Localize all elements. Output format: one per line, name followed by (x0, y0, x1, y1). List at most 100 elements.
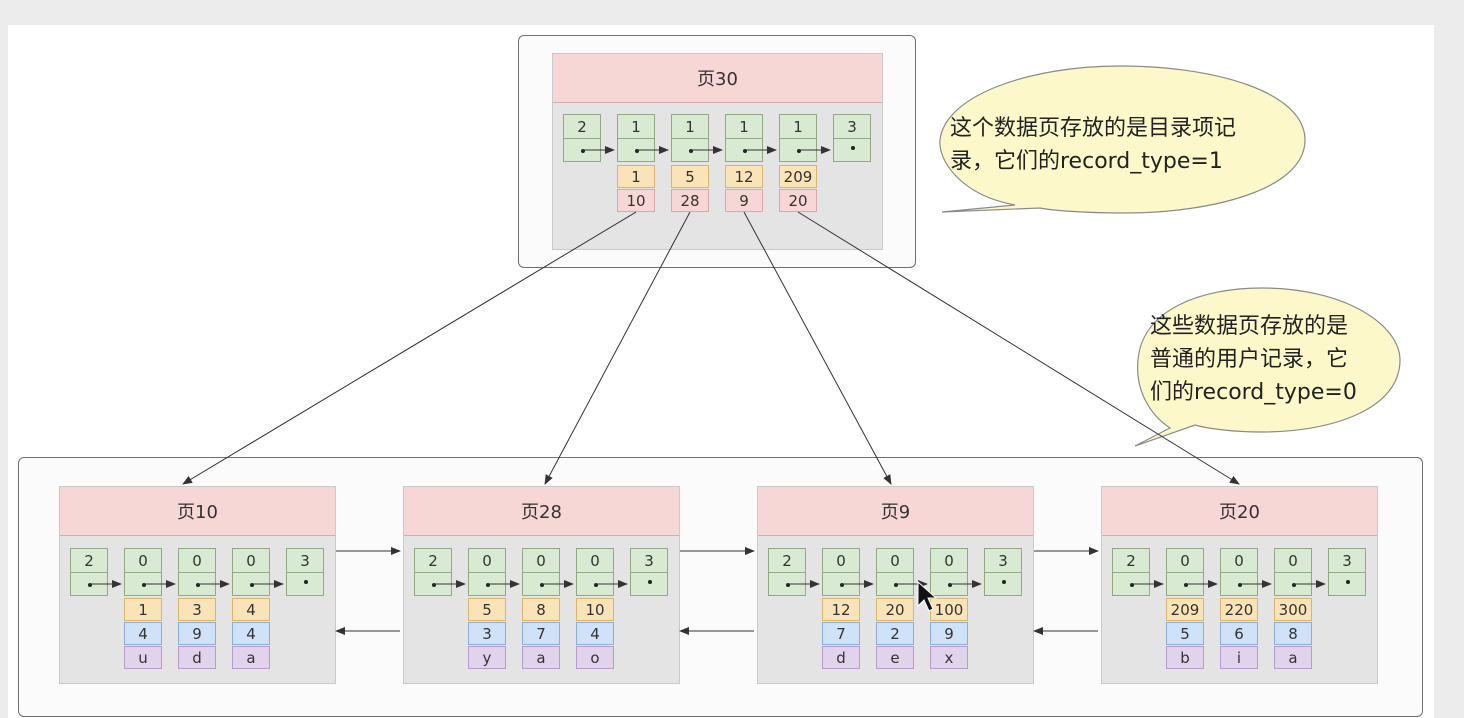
user-record: 0 (178, 548, 216, 596)
callout-line: 们的record_type=0 (1150, 380, 1357, 405)
user-record: 0 (1274, 548, 1312, 596)
next-pointer-dot (196, 583, 200, 587)
page-title: 页20 (1102, 487, 1377, 536)
directory-record: 1 (725, 114, 763, 162)
record-type: 2 (415, 549, 451, 573)
page-no-cell: 28 (671, 189, 709, 212)
record-type: 0 (125, 549, 161, 573)
column-c2-cell: 5 (1166, 622, 1204, 645)
record-supremum: 3 (286, 548, 324, 596)
user-record: 0 (930, 548, 968, 596)
record-type: 1 (726, 115, 762, 139)
next-pointer-dot (894, 583, 898, 587)
record-type: 2 (564, 115, 600, 139)
record-type: 0 (931, 549, 967, 573)
user-record: 0 (1166, 548, 1204, 596)
user-record: 0 (232, 548, 270, 596)
pointer-dot (1346, 580, 1350, 584)
record-type: 0 (1275, 549, 1311, 573)
directory-record: 1 (671, 114, 709, 162)
column-c1-cell: 12 (822, 598, 860, 621)
next-pointer-dot (840, 583, 844, 587)
user-record: 0 (522, 548, 560, 596)
min-key-cell: 12 (725, 165, 763, 188)
record-type: 3 (834, 115, 870, 139)
callout-line: 普通的用户记录，它 (1150, 347, 1349, 372)
page-title: 页10 (60, 487, 335, 536)
column-c2-cell: 6 (1220, 622, 1258, 645)
column-c1-cell: 209 (1166, 598, 1204, 621)
record-supremum: 3 (630, 548, 668, 596)
record-type: 0 (1167, 549, 1203, 573)
column-c2-cell: 4 (576, 622, 614, 645)
next-pointer-dot (948, 583, 952, 587)
next-pointer-dot (581, 149, 585, 153)
column-c1-cell: 20 (876, 598, 914, 621)
column-c3-cell: i (1220, 646, 1258, 669)
record-type: 3 (1329, 549, 1365, 573)
next-pointer-dot (635, 149, 639, 153)
column-c3-cell: y (468, 646, 506, 669)
record-type: 1 (618, 115, 654, 139)
pointer-dot (648, 580, 652, 584)
record-type: 0 (233, 549, 269, 573)
record-supremum: 3 (984, 548, 1022, 596)
page-title: 页9 (758, 487, 1033, 536)
column-c3-cell: u (124, 646, 162, 669)
record-infimum: 2 (1112, 548, 1150, 596)
column-c3-cell: e (876, 646, 914, 669)
column-c3-cell: b (1166, 646, 1204, 669)
record-type: 0 (523, 549, 559, 573)
column-c2-cell: 4 (232, 622, 270, 645)
pointer-dot (851, 146, 855, 150)
column-c2-cell: 7 (522, 622, 560, 645)
next-pointer-dot (1130, 583, 1134, 587)
record-type: 2 (71, 549, 107, 573)
column-c1-cell: 5 (468, 598, 506, 621)
directory-record: 1 (617, 114, 655, 162)
next-pointer-dot (250, 583, 254, 587)
user-callout-text: 这些数据页存放的是 普通的用户记录，它 们的record_type=0 (1150, 310, 1400, 409)
column-c2-cell: 7 (822, 622, 860, 645)
directory-callout-text: 这个数据页存放的是目录项记 录，它们的record_type=1 (950, 112, 1300, 178)
next-pointer-dot (540, 583, 544, 587)
column-c3-cell: a (522, 646, 560, 669)
record-infimum: 2 (414, 548, 452, 596)
next-pointer-dot (1238, 583, 1242, 587)
column-c1-cell: 100 (930, 598, 968, 621)
user-record: 0 (1220, 548, 1258, 596)
page-no-cell: 10 (617, 189, 655, 212)
column-c1-cell: 300 (1274, 598, 1312, 621)
record-type: 0 (179, 549, 215, 573)
record-type: 3 (287, 549, 323, 573)
column-c1-cell: 8 (522, 598, 560, 621)
column-c2-cell: 4 (124, 622, 162, 645)
user-record: 0 (576, 548, 614, 596)
column-c1-cell: 220 (1220, 598, 1258, 621)
callout-line: 录，它们的record_type=1 (950, 149, 1223, 174)
record-type: 1 (672, 115, 708, 139)
column-c3-cell: d (822, 646, 860, 669)
callout-line: 这个数据页存放的是目录项记 (950, 116, 1237, 141)
next-pointer-dot (594, 583, 598, 587)
page-no-cell: 20 (779, 189, 817, 212)
column-c3-cell: d (178, 646, 216, 669)
page-title: 页30 (553, 54, 882, 103)
column-c2-cell: 9 (178, 622, 216, 645)
next-pointer-dot (1184, 583, 1188, 587)
min-key-cell: 1 (617, 165, 655, 188)
next-pointer-dot (743, 149, 747, 153)
column-c2-cell: 9 (930, 622, 968, 645)
pointer-dot (304, 580, 308, 584)
user-record: 0 (876, 548, 914, 596)
next-pointer-dot (1292, 583, 1296, 587)
user-record: 0 (468, 548, 506, 596)
column-c1-cell: 4 (232, 598, 270, 621)
next-pointer-dot (797, 149, 801, 153)
record-infimum: 2 (563, 114, 601, 162)
user-record: 0 (124, 548, 162, 596)
column-c1-cell: 3 (178, 598, 216, 621)
record-type: 1 (780, 115, 816, 139)
next-pointer-dot (689, 149, 693, 153)
page-no-cell: 9 (725, 189, 763, 212)
